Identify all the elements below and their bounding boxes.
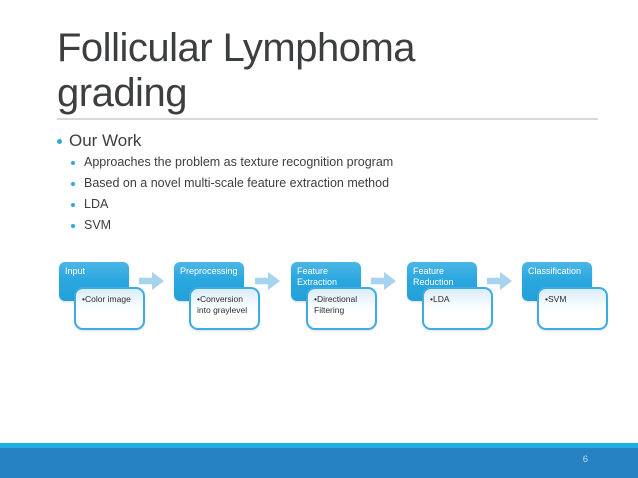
list-item: Based on a novel multi-scale feature ext… [71, 175, 551, 196]
list-item: Approaches the problem as texture recogn… [71, 154, 551, 175]
flow-step-item-label: •Color image [82, 294, 131, 304]
flow-step-item: •LDA [422, 287, 493, 330]
flow-step-label: Feature Reduction [413, 266, 454, 287]
bullet-level1-label: Our Work [69, 131, 142, 150]
bullet-icon [71, 224, 75, 228]
flow-step-label: Preprocessing [180, 266, 238, 276]
list-item: SVM [71, 217, 551, 238]
flow-step-item-label: •Directional Filtering [314, 294, 358, 316]
flow-step-item-label: •Conversion into graylevel [197, 294, 248, 316]
title-divider [57, 118, 598, 120]
footer-bar [0, 448, 638, 478]
flow-step-item-label: •LDA [430, 294, 450, 304]
bullet-level2-list: Approaches the problem as texture recogn… [71, 154, 551, 238]
list-item-label: LDA [84, 197, 109, 211]
bullet-icon [57, 139, 62, 144]
flow-step-item: •Conversion into graylevel [189, 287, 260, 330]
page-number: 6 [582, 454, 588, 465]
bullet-icon [71, 182, 75, 186]
flow-step-label: Classification [528, 266, 582, 276]
flow-step-label: Input [65, 266, 86, 276]
bullet-icon [71, 161, 75, 165]
list-item-label: SVM [84, 218, 112, 232]
list-item: LDA [71, 196, 551, 217]
flow-step-classification: Classification •SVM [522, 262, 608, 330]
list-item-label: Approaches the problem as texture recogn… [84, 155, 394, 169]
flow-step-item-label: •SVM [545, 294, 567, 304]
footer-accent-strip [0, 443, 638, 448]
flow-step-preprocessing: Preprocessing •Conversion into graylevel [174, 262, 260, 330]
flow-step-label: Feature Extraction [297, 266, 338, 287]
flow-step-input: Input •Color image [59, 262, 145, 330]
list-item-label: Based on a novel multi-scale feature ext… [84, 176, 390, 190]
bullet-icon [71, 203, 75, 207]
bullet-level1: Our Work [57, 131, 141, 151]
flow-step-item: •SVM [537, 287, 608, 330]
flow-step-item: •Directional Filtering [306, 287, 377, 330]
flow-step-item: •Color image [74, 287, 145, 330]
flow-step-feature-extraction: Feature Extraction •Directional Filterin… [291, 262, 377, 330]
page-title: Follicular Lymphoma grading [57, 26, 416, 116]
flow-step-feature-reduction: Feature Reduction •LDA [407, 262, 493, 330]
